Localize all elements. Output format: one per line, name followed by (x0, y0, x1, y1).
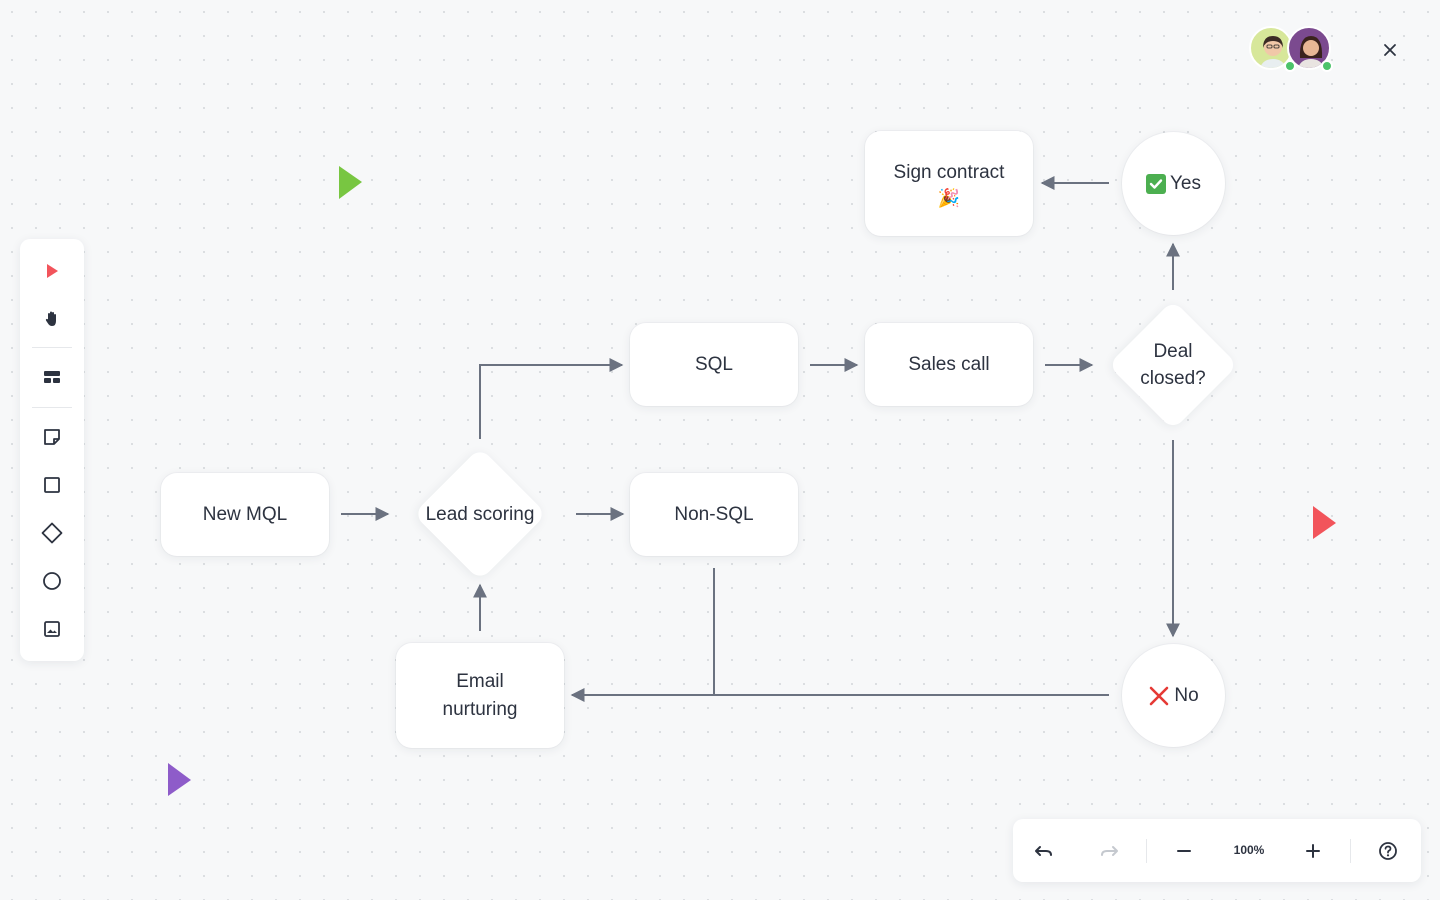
avatar-person-icon (1298, 36, 1324, 68)
sticky-note-icon (44, 429, 60, 445)
node-label: Sales call (908, 353, 990, 375)
avatar-person-icon (1260, 36, 1286, 68)
image-tool[interactable] (36, 613, 68, 645)
help-button[interactable] (1372, 835, 1404, 867)
node-label: Yes (1170, 172, 1201, 194)
redo-button[interactable] (1093, 835, 1125, 867)
check-box-icon (1146, 173, 1166, 194)
node-no[interactable]: No (1122, 644, 1225, 747)
tool-palette (20, 239, 84, 661)
collaborator-cursor-icon (1313, 506, 1336, 539)
node-sql[interactable]: SQL (630, 323, 798, 406)
select-tool[interactable] (36, 255, 68, 287)
node-label: Lead scoring (425, 503, 535, 525)
table-layout-icon (44, 371, 60, 383)
online-status-dot (1321, 60, 1333, 72)
close-icon (1384, 44, 1396, 56)
node-deal-closed[interactable]: Deal closed? (1100, 299, 1246, 431)
connector-leadscoring-sql[interactable] (479, 358, 624, 439)
undo-icon (1035, 846, 1052, 856)
template-tool[interactable] (36, 361, 68, 393)
close-button[interactable] (1378, 38, 1402, 62)
node-sign-contract[interactable]: Sign contract 🎉 (865, 131, 1033, 236)
redo-icon (1101, 846, 1118, 856)
collaborator-cursor-icon (168, 763, 191, 796)
hand-icon (45, 311, 56, 326)
node-label-line2: nurturing (442, 698, 518, 720)
circle-icon (43, 572, 61, 590)
rectangle-tool[interactable] (36, 469, 68, 501)
cross-icon (1148, 685, 1170, 707)
node-new-mql[interactable]: New MQL (161, 473, 329, 556)
undo-button[interactable] (1028, 835, 1060, 867)
minus-icon (1177, 850, 1191, 852)
sticky-note-tool[interactable] (36, 421, 68, 453)
node-label-line1: Deal (1153, 341, 1193, 362)
diamond-tool[interactable] (36, 517, 68, 549)
node-label: Sign contract (893, 161, 1005, 183)
pointer-arrow-icon (47, 264, 58, 278)
image-icon (44, 621, 60, 637)
node-label: No (1174, 684, 1199, 706)
diamond-icon (41, 522, 63, 544)
node-email-nurturing[interactable]: Email nurturing (396, 643, 564, 748)
node-label: SQL (694, 353, 734, 375)
party-popper-icon: 🎉 (937, 187, 961, 208)
node-label-line2: closed? (1140, 368, 1206, 389)
node-yes[interactable]: Yes (1122, 132, 1225, 235)
node-label: Non-SQL (674, 503, 754, 525)
circle-tool[interactable] (36, 565, 68, 597)
help-icon (1379, 842, 1397, 860)
collaborator-cursor-icon (339, 166, 362, 199)
node-non-sql[interactable]: Non-SQL (630, 473, 798, 556)
zoom-controls (1013, 819, 1421, 882)
node-label-line1: Email (456, 670, 504, 692)
node-label: New MQL (202, 503, 288, 525)
zoom-level[interactable]: 100% (1233, 843, 1265, 857)
zoom-out-button[interactable] (1168, 835, 1200, 867)
hand-tool[interactable] (36, 303, 68, 335)
zoom-in-button[interactable] (1297, 835, 1329, 867)
node-lead-scoring[interactable]: Lead scoring (395, 447, 565, 581)
node-sales-call[interactable]: Sales call (865, 323, 1033, 406)
plus-icon (1306, 844, 1320, 858)
rectangle-icon (44, 477, 60, 493)
